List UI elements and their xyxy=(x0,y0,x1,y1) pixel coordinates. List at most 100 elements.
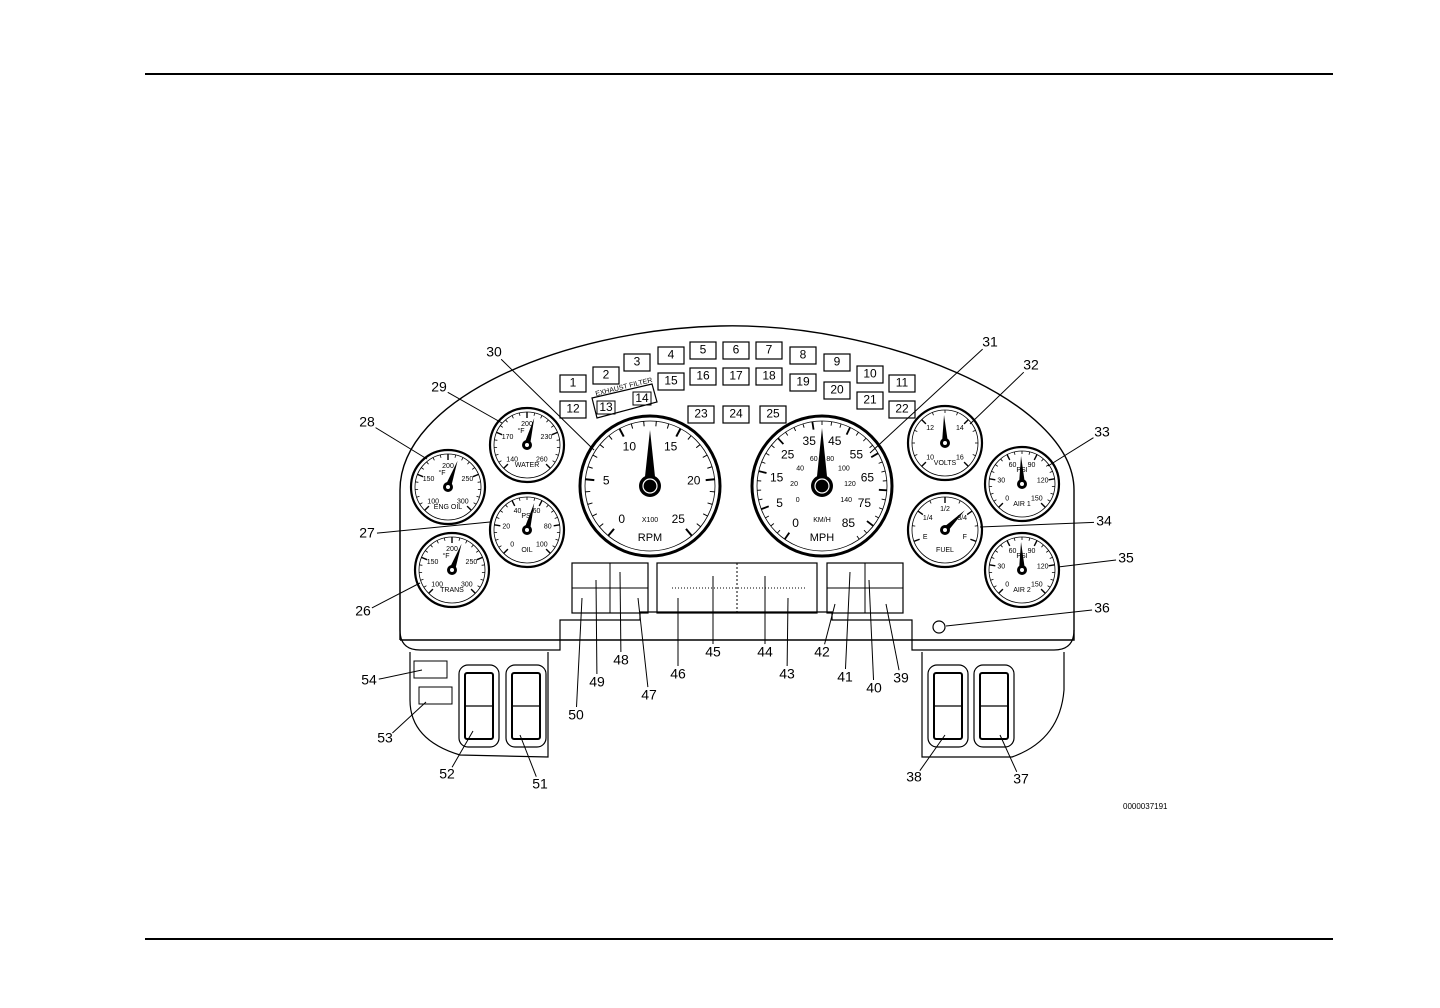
callout-48-number: 48 xyxy=(613,652,629,668)
figure-id: 0000037191 xyxy=(1123,802,1168,811)
gauge-air2: 0306090120150PSIAIR 2 xyxy=(983,531,1061,609)
top-rule xyxy=(145,73,1333,75)
gauge-speedo-mph-tick: 65 xyxy=(861,471,875,485)
callout-51-leader xyxy=(519,734,537,777)
gauge-speedo-kmh-tick: 20 xyxy=(790,481,798,488)
gauge-eng_oil-tick: 250 xyxy=(462,476,474,483)
callout-52: 52 xyxy=(439,730,474,782)
indicator-lamp-11: 11 xyxy=(888,374,916,393)
callout-49-number: 49 xyxy=(589,674,605,690)
callout-30-number: 30 xyxy=(486,344,502,360)
indicator-lamp-25-label: 25 xyxy=(766,407,780,421)
indicator-lamp-25: 25 xyxy=(759,405,787,424)
gauge-tach-tick: 5 xyxy=(603,474,610,488)
indicator-lamp-18-label: 18 xyxy=(762,369,776,383)
indicator-lamp-7: 7 xyxy=(755,341,783,360)
gauge-trans-tick: 150 xyxy=(427,559,439,566)
indicator-lamp-16: 16 xyxy=(689,367,717,386)
switch-51[interactable] xyxy=(505,664,547,748)
callout-38-number: 38 xyxy=(906,769,922,785)
gauge-water-tick: 260 xyxy=(536,457,548,464)
callout-35-leader xyxy=(1057,559,1117,568)
indicator-lamp-5: 5 xyxy=(689,341,717,360)
gauge-volts-tick: 12 xyxy=(926,425,934,432)
callout-47: 47 xyxy=(637,597,657,703)
callout-35-number: 35 xyxy=(1118,550,1134,566)
indicator-lamp-8-label: 8 xyxy=(800,348,807,362)
gauge-water-tick: 170 xyxy=(502,434,514,441)
center-display-panel xyxy=(656,562,818,614)
indicator-lamp-14: 14 xyxy=(632,391,652,406)
callout-52-leader xyxy=(451,730,474,768)
gauge-tach-tick: 0 xyxy=(618,512,625,526)
right-display-panel xyxy=(826,562,904,614)
gauge-volts-name: VOLTS xyxy=(934,460,957,467)
gauge-air1-tick: 60 xyxy=(1009,462,1017,469)
gauge-trans-tick: 250 xyxy=(466,559,478,566)
gauge-air2-tick: 90 xyxy=(1028,548,1036,555)
gauge-water-needle xyxy=(524,417,535,446)
indicator-lamp-15: 15 xyxy=(657,372,685,391)
gauge-water-name: WATER xyxy=(515,462,540,469)
indicator-lamp-22-label: 22 xyxy=(895,402,909,416)
indicator-lamp-21-label: 21 xyxy=(863,393,877,407)
gauge-air1-tick: 150 xyxy=(1031,496,1043,503)
gauge-fuel-tick: 1/2 xyxy=(940,506,950,513)
callout-26: 26 xyxy=(355,582,421,619)
indicator-lamp-3: 3 xyxy=(623,353,651,372)
gauge-trans-tick: 200 xyxy=(446,546,458,553)
indicator-lamp-5-label: 5 xyxy=(700,343,707,357)
indicator-lamp-2: 2 xyxy=(592,366,620,385)
gauge-speedo-kmh-tick: 40 xyxy=(796,465,804,472)
callout-44: 44 xyxy=(757,576,773,660)
callout-31-leader xyxy=(869,348,983,454)
cluster-right-pod xyxy=(921,652,1065,758)
indicator-lamp-19: 19 xyxy=(789,373,817,392)
callout-43: 43 xyxy=(779,597,795,682)
gauge-air2-tick: 30 xyxy=(997,564,1005,571)
callout-54-number: 54 xyxy=(361,672,377,688)
gauge-speedo-mph-tick: 0 xyxy=(792,516,799,530)
indicator-lamp-9-label: 9 xyxy=(834,355,841,369)
callout-50: 50 xyxy=(568,597,584,723)
gauge-speedo-mph-tick: 35 xyxy=(803,434,817,448)
switch-37[interactable] xyxy=(973,664,1015,748)
gauge-volts-tick: 10 xyxy=(926,455,934,462)
gauge-fuel-tick: F xyxy=(963,534,967,541)
gauge-air2-tick: 60 xyxy=(1009,548,1017,555)
callout-51-number: 51 xyxy=(532,776,548,792)
gauge-air1: 0306090120150PSIAIR 1 xyxy=(983,445,1061,523)
callout-36-leader xyxy=(945,609,1093,627)
callout-42-leader xyxy=(824,603,836,645)
gauge-water-unit: °F xyxy=(517,427,524,435)
gauge-volts-tick: 14 xyxy=(956,425,964,432)
gauge-speedo-mph-tick: 15 xyxy=(770,471,784,485)
switch-52[interactable] xyxy=(458,664,500,748)
gauge-fuel-tick: E xyxy=(923,534,928,541)
callout-32-number: 32 xyxy=(1023,357,1039,373)
gauge-air1-needle xyxy=(1019,456,1025,485)
gauge-trans-needle xyxy=(449,543,462,572)
gauge-fuel-tick: 1/4 xyxy=(923,515,933,522)
callout-53: 53 xyxy=(377,701,427,746)
indicator-lamp-10-label: 10 xyxy=(863,367,877,381)
gauge-tach-tick: 25 xyxy=(672,512,686,526)
gauge-water-tick: 140 xyxy=(506,457,518,464)
gauge-air1-name: AIR 1 xyxy=(1013,501,1031,508)
indicator-lamp-21: 21 xyxy=(856,391,884,410)
callout-28-number: 28 xyxy=(359,414,375,430)
gauge-speedo-name: MPH xyxy=(810,532,835,544)
switch-38[interactable] xyxy=(927,664,969,748)
indicator-lamp-12: 12 xyxy=(559,400,587,419)
indicator-lamp-6: 6 xyxy=(722,341,750,360)
callout-48: 48 xyxy=(613,571,629,668)
callout-34-number: 34 xyxy=(1096,513,1112,529)
callout-49: 49 xyxy=(589,579,605,690)
indicator-lamp-19-label: 19 xyxy=(796,375,810,389)
callout-47-number: 47 xyxy=(641,687,657,703)
indicator-lamp-4-label: 4 xyxy=(668,348,675,362)
